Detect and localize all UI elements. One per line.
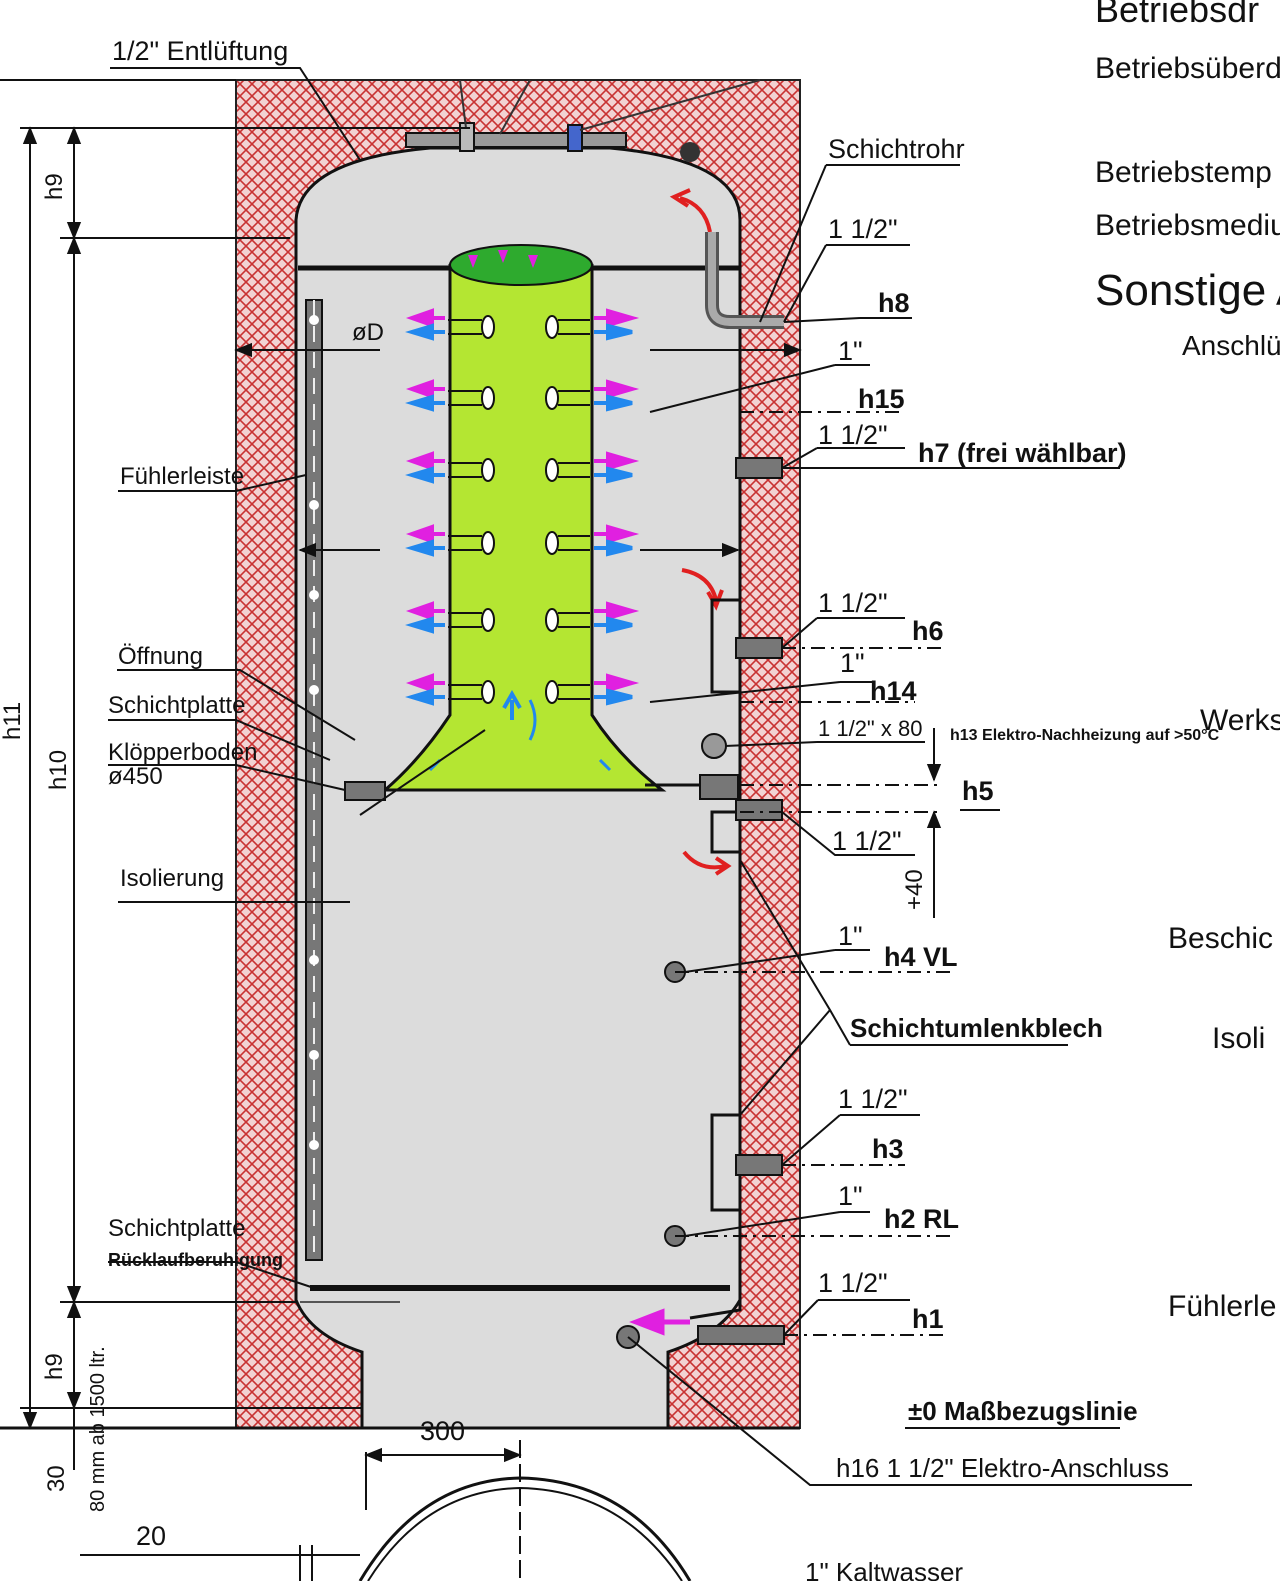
header-line-2: Betriebsüberd [1095,52,1280,85]
note-fuehlerle: Fühlerle [1168,1290,1276,1323]
conn-h7: h7 (frei wählbar) [918,438,1127,468]
conn-h14: h14 [870,676,917,706]
header-line-1: Betriebsdr [1095,0,1259,30]
component-labels: 1/2" Entlüftung Schichtrohr øD Fühlerlei… [108,36,1220,1581]
note-werks: Werks [1200,704,1280,737]
size-h8: 1 1/2" [828,214,898,244]
header-line-5: Sonstige A [1095,266,1280,315]
label-schichtplatte: Schichtplatte [108,692,245,719]
size-h1: 1 1/2" [818,1268,888,1298]
note-beschic: Beschic [1168,922,1273,955]
header-line-3: Betriebstemp [1095,156,1272,189]
label-ruecklauf: Rücklaufberuhigung [108,1250,283,1270]
dimension-lines [0,79,942,1581]
connection-nozzles [344,457,785,1349]
stratification-tube [380,244,667,792]
size-h4: 1" [838,921,863,951]
dimension-labels: h9 h10 h11 h9 30 80 mm ab 1500 ltr. 300 … [0,173,465,1551]
flow-arrows [405,188,732,1336]
header-line-6: Anschlü [1182,330,1280,361]
right-notes: Werks Beschic Isoli Fühlerle [1168,704,1280,1323]
dim-h9-top: h9 [41,173,68,200]
size-h13: 1 1/2" x 80 [818,716,922,741]
label-oeffnung: Öffnung [118,643,203,670]
size-h14: 1" [840,648,865,678]
size-h5: 1 1/2" [832,826,902,856]
label-kloepperboden: Klöpperboden [108,739,257,766]
size-h6: 1 1/2" [818,588,888,618]
conn-h4: h4 VL [884,942,958,972]
dim-20: 20 [136,1521,166,1551]
conn-h6: h6 [912,616,944,646]
size-h3: 1 1/2" [838,1084,908,1114]
dim-80: 80 mm ab 1500 ltr. [87,1346,109,1512]
dim-300: 300 [420,1416,465,1446]
connections-drawing [645,232,784,1320]
dim-h11: h11 [0,702,26,740]
label-schichtumlenkblech: Schichtumlenkblech [850,1013,1103,1043]
conn-h3: h3 [872,1134,904,1164]
label-h13: h13 Elektro-Nachheizung auf >50°C [950,727,1220,744]
label-fuehlerleiste: Fühlerleiste [120,463,244,490]
sensor-bar [305,299,323,1261]
dim-30: 30 [43,1465,70,1492]
header-line-4: Betriebsmediu [1095,209,1280,242]
size-h2: 1" [838,1181,863,1211]
label-kloepper-dia: ø450 [108,763,163,790]
dim-h9-bottom: h9 [41,1353,68,1380]
header-text: Betriebsdr Betriebsüberd Betriebstemp Be… [1095,0,1280,361]
connection-labels: 1 1/2" h8 1" h15 1 1/2" h7 (frei wählbar… [818,214,1127,1334]
conn-h8: h8 [878,288,910,318]
size-h15: 1" [838,336,863,366]
label-bezugslinie: ±0 Maßbezugslinie [908,1396,1138,1426]
conn-h1: h1 [912,1304,944,1334]
label-schichtrohr: Schichtrohr [828,134,965,164]
label-schichtplatte-2: Schichtplatte [108,1215,245,1242]
label-isolierung: Isolierung [120,865,224,892]
conn-h2: h2 RL [884,1204,959,1234]
conn-h15: h15 [858,384,905,414]
conn-h5: h5 [962,776,994,806]
label-plus40: +40 [901,869,928,910]
label-elektro: h16 1 1/2" Elektro-Anschluss [836,1453,1169,1483]
leader-lines [108,67,1192,1486]
size-h7: 1 1/2" [818,420,888,450]
label-vent: 1/2" Entlüftung [112,36,288,66]
label-diameter: øD [352,319,384,346]
dim-h10: h10 [45,750,72,790]
note-isoli: Isoli [1212,1022,1265,1055]
label-kaltwasser: 1" Kaltwasser [805,1557,963,1581]
